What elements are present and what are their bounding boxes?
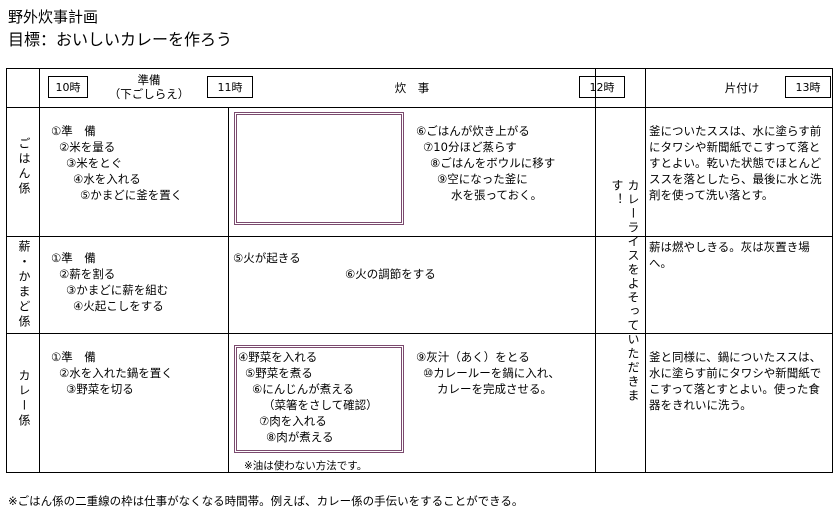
cleanup-header: 片付け [724, 81, 760, 95]
rice-prep-step: ④水を入れる [73, 172, 141, 186]
page-title: 野外炊事計画 [8, 8, 99, 26]
rice-prep-step: ③米をとぐ [66, 156, 123, 170]
row-label-rice: ごはん係 [17, 137, 31, 197]
curry-cook-double-box [234, 345, 404, 453]
rice-cook-step: ⑧ごはんをボウルに移す [430, 156, 556, 170]
time-13-box: 13時 [785, 76, 831, 98]
rice-prep-step: ⑤かまどに釜を置く [80, 188, 183, 202]
schedule-table: 10時 準備 （下ごしらえ） 11時 炊 事 12時 片付け 13時 ごはん係 … [6, 68, 833, 473]
curry-cook-step: ⑥にんじんが煮える [252, 382, 354, 396]
time-10-box: 10時 [48, 76, 88, 98]
firewood-prep-step: ④火起こしをする [73, 299, 164, 313]
row-label-curry: カレー係 [17, 369, 31, 429]
firewood-cleanup-note: 薪は燃やしきる。灰は灰置き場へ。 [649, 240, 810, 270]
curry-cook-step: ⑩カレールーを鍋に入れ、 [423, 366, 560, 380]
vertical-message: カレーライスをよそっていただきます！ [610, 179, 640, 403]
curry-cook-step: （菜箸をさして確認） [263, 398, 378, 412]
curry-oil-note: ※油は使わない方法です。 [244, 460, 368, 472]
curry-prep-step: ③野菜を切る [66, 382, 134, 396]
prep-label: 準備 [137, 73, 161, 87]
page-goal: 目標：おいしいカレーを作ろう [8, 30, 233, 49]
curry-prep-step: ②水を入れた鍋を置く [59, 366, 173, 380]
curry-cook-step: ⑨灰汁（あく）をとる [416, 350, 530, 364]
curry-cook-step: カレーを完成させる。 [437, 382, 552, 396]
curry-cleanup-note: 釜と同様に、鍋についたススは、水に塗らす前にタワシや新聞紙でこすって落とすとよい… [649, 350, 822, 412]
rice-prep-step: ②米を量る [59, 140, 116, 154]
firewood-prep-step: ①準 備 [51, 251, 96, 265]
rice-cleanup-note: 釜についたススは、水に塗らす前にタワシや新聞紙でこすって落とすとよい。乾いた状態… [649, 124, 822, 202]
row-divider [7, 107, 832, 108]
prep-sublabel: （下ごしらえ） [108, 87, 190, 101]
curry-cook-step: ⑦肉を入れる [259, 414, 327, 428]
rice-cook-step: ⑨空になった釜に [437, 172, 528, 186]
time-11-box: 11時 [207, 76, 253, 98]
firewood-cook-step: ⑥火の調節をする [345, 267, 436, 281]
col-divider [645, 69, 646, 472]
col-divider [39, 69, 40, 472]
col-divider [595, 69, 596, 472]
firewood-prep-step: ③かまどに薪を組む [66, 283, 169, 297]
firewood-prep-step: ②薪を割る [59, 267, 116, 281]
curry-cook-step: ⑧肉が煮える [266, 430, 334, 444]
row-divider [7, 333, 832, 334]
rice-prep-step: ①準 備 [51, 124, 96, 138]
row-divider [7, 236, 832, 237]
rice-cook-step: ⑦10分ほど蒸らす [423, 140, 517, 154]
curry-cook-step: ⑤野菜を煮る [245, 366, 313, 380]
cook-header: 炊 事 [394, 81, 430, 95]
curry-prep-step: ①準 備 [51, 350, 96, 364]
rice-idle-double-box [234, 112, 404, 225]
firewood-cook-step: ⑤火が起きる [233, 251, 301, 265]
rice-cook-step: 水を張っておく。 [451, 188, 543, 202]
prep-header: 準備 （下ごしらえ） [89, 73, 209, 101]
time-12-box: 12時 [579, 76, 625, 98]
rice-cook-step: ⑥ごはんが炊き上がる [416, 124, 530, 138]
footer-note: ※ごはん係の二重線の枠は仕事がなくなる時間帯。例えば、カレー係の手伝いをすること… [8, 494, 524, 508]
col-divider [228, 107, 229, 472]
row-label-firewood: 薪・かまど係 [17, 240, 31, 330]
curry-cook-step: ④野菜を入れる [238, 350, 318, 364]
